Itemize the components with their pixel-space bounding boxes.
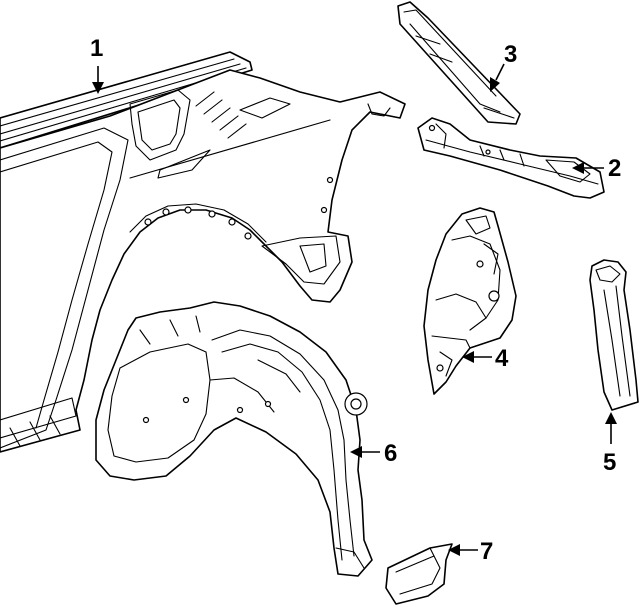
callout-6: 6: [384, 440, 397, 467]
inner-wheelhouse-panel[interactable]: [423, 207, 517, 395]
callout-7: 7: [480, 538, 493, 565]
rail-extension[interactable]: [417, 117, 605, 199]
leader-7: [448, 544, 478, 556]
callout-2: 2: [608, 155, 621, 182]
lock-pillar-reinforcement[interactable]: [589, 259, 639, 411]
splash-shield[interactable]: [385, 543, 453, 605]
leader-6: [350, 446, 380, 458]
leader-2: [572, 162, 604, 174]
callout-3: 3: [504, 41, 517, 68]
leader-4: [462, 351, 492, 363]
callout-4: 4: [495, 345, 509, 372]
leader-5: [605, 412, 617, 444]
callout-1: 1: [90, 35, 103, 62]
leader-1: [92, 66, 104, 94]
wheelhouse-liner[interactable]: [95, 301, 373, 577]
leader-3: [490, 63, 505, 92]
callout-5: 5: [603, 449, 616, 476]
roof-side-rail-reinforcement[interactable]: [397, 1, 521, 125]
quarter-panel[interactable]: [0, 51, 406, 453]
